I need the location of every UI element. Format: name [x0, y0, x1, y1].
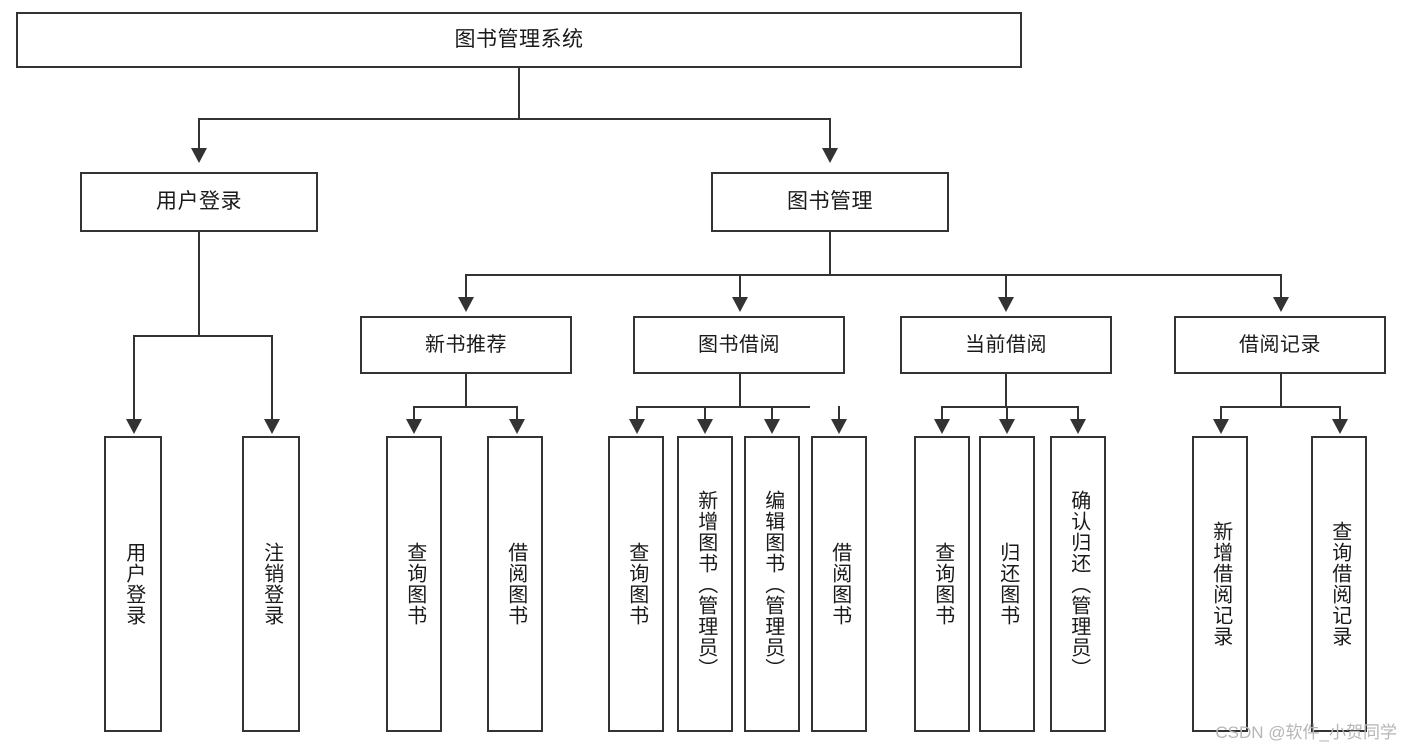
- node-label: 图书管理系统: [454, 28, 584, 52]
- connector-borrow-records-drop-1: [1220, 406, 1222, 422]
- node-label: 查询图书: [931, 542, 954, 626]
- connector-book-mgmt-drop-4: [1280, 274, 1282, 300]
- arrowhead-book-mgmt-child-3: [998, 297, 1014, 312]
- arrowhead-book-mgmt-child-2: [732, 297, 748, 312]
- connector-borrow-records-drop-2: [1339, 406, 1341, 422]
- node-label: 借阅图书: [828, 542, 851, 626]
- node-label: 图书管理: [787, 190, 873, 214]
- leaf-book-borrow-borrow[interactable]: 借阅图书: [811, 436, 867, 732]
- connector-borrow-records-bus: [1220, 406, 1341, 408]
- node-book-borrow[interactable]: 图书借阅: [633, 316, 845, 374]
- arrowhead-borrow-records-leaf-2: [1332, 419, 1348, 434]
- leaf-current-borrow-return[interactable]: 归还图书: [979, 436, 1035, 732]
- node-label: 查询借阅记录: [1328, 521, 1351, 647]
- leaf-current-borrow-query[interactable]: 查询图书: [914, 436, 970, 732]
- connector-book-borrow-drop-2: [704, 406, 706, 422]
- node-label: 新增借阅记录: [1209, 521, 1232, 647]
- leaf-borrow-record-add[interactable]: 新增借阅记录: [1192, 436, 1248, 732]
- arrowhead-book-mgmt-child-1: [458, 297, 474, 312]
- node-new-book-recommend[interactable]: 新书推荐: [360, 316, 572, 374]
- node-book-management[interactable]: 图书管理: [711, 172, 949, 232]
- arrowhead-book-borrow-leaf-1: [629, 419, 645, 434]
- connector-current-borrow-drop-2: [1006, 406, 1008, 422]
- leaf-new-book-borrow[interactable]: 借阅图书: [487, 436, 543, 732]
- arrowhead-book-mgmt-child-4: [1273, 297, 1289, 312]
- connector-user-login-drop-2: [271, 335, 273, 421]
- arrowhead-root-to-book-mgmt: [822, 148, 838, 163]
- arrowhead-new-book-leaf-1: [406, 419, 422, 434]
- node-label: 新书推荐: [425, 334, 507, 356]
- arrowhead-book-borrow-leaf-3: [764, 419, 780, 434]
- arrowhead-root-to-user-login: [191, 148, 207, 163]
- node-current-borrow[interactable]: 当前借阅: [900, 316, 1112, 374]
- arrowhead-current-borrow-leaf-3: [1070, 419, 1086, 434]
- connector-book-borrow-stem: [739, 374, 741, 408]
- connector-book-mgmt-drop-1: [465, 274, 467, 300]
- node-label: 编辑图书（管理员）: [761, 489, 784, 679]
- node-borrow-records[interactable]: 借阅记录: [1174, 316, 1386, 374]
- connector-new-book-drop-2: [516, 406, 518, 422]
- connector-current-borrow-stem: [1005, 374, 1007, 408]
- connector-book-borrow-drop-1: [636, 406, 638, 422]
- arrowhead-book-borrow-leaf-2: [697, 419, 713, 434]
- watermark-text: CSDN @软件_小贺同学: [1215, 723, 1397, 742]
- arrowhead-user-login-leaf-2: [264, 419, 280, 434]
- leaf-book-borrow-query[interactable]: 查询图书: [608, 436, 664, 732]
- node-label: 用户登录: [122, 542, 145, 626]
- node-label: 借阅图书: [504, 542, 527, 626]
- node-user-login[interactable]: 用户登录: [80, 172, 318, 232]
- connector-root-bus: [198, 118, 830, 120]
- arrowhead-new-book-leaf-2: [509, 419, 525, 434]
- node-label: 借阅记录: [1239, 334, 1321, 356]
- node-label: 注销登录: [260, 542, 283, 626]
- node-label: 查询图书: [625, 542, 648, 626]
- node-label: 用户登录: [156, 190, 242, 214]
- connector-book-mgmt-stem: [829, 232, 831, 276]
- arrowhead-current-borrow-leaf-2: [999, 419, 1015, 434]
- node-label: 当前借阅: [965, 334, 1047, 356]
- connector-book-borrow-drop-3: [771, 406, 773, 422]
- connector-current-borrow-drop-1: [941, 406, 943, 422]
- connector-root-stem: [518, 68, 520, 118]
- connector-new-book-stem: [465, 374, 467, 408]
- node-label: 确认归还（管理员）: [1067, 489, 1090, 679]
- leaf-current-borrow-confirm[interactable]: 确认归还（管理员）: [1050, 436, 1106, 732]
- leaf-new-book-query[interactable]: 查询图书: [386, 436, 442, 732]
- connector-current-borrow-bus: [941, 406, 1077, 408]
- node-label: 新增图书（管理员）: [694, 489, 717, 679]
- connector-root-to-book-mgmt: [829, 118, 831, 150]
- connector-book-borrow-drop-4: [838, 406, 840, 422]
- node-label: 归还图书: [996, 542, 1019, 626]
- node-label: 查询图书: [403, 542, 426, 626]
- arrowhead-borrow-records-leaf-1: [1213, 419, 1229, 434]
- connector-user-login-bus: [133, 335, 273, 337]
- connector-book-mgmt-drop-3: [1005, 274, 1007, 300]
- leaf-book-borrow-edit[interactable]: 编辑图书（管理员）: [744, 436, 800, 732]
- connector-borrow-records-stem: [1280, 374, 1282, 408]
- connector-book-mgmt-drop-2: [739, 274, 741, 300]
- connector-new-book-bus: [413, 406, 518, 408]
- arrowhead-book-borrow-leaf-4: [831, 419, 847, 434]
- leaf-user-login-logout[interactable]: 注销登录: [242, 436, 300, 732]
- connector-current-borrow-drop-3: [1077, 406, 1079, 422]
- arrowhead-user-login-leaf-1: [126, 419, 142, 434]
- node-label: 图书借阅: [698, 334, 780, 356]
- connector-user-login-drop-1: [133, 335, 135, 421]
- connector-user-login-stem: [198, 232, 200, 336]
- leaf-borrow-record-query[interactable]: 查询借阅记录: [1311, 436, 1367, 732]
- connector-root-to-user-login: [198, 118, 200, 150]
- arrowhead-current-borrow-leaf-1: [934, 419, 950, 434]
- leaf-user-login-login[interactable]: 用户登录: [104, 436, 162, 732]
- leaf-book-borrow-add[interactable]: 新增图书（管理员）: [677, 436, 733, 732]
- connector-book-borrow-bus: [636, 406, 810, 408]
- connector-book-mgmt-bus: [465, 274, 1281, 276]
- node-root-system[interactable]: 图书管理系统: [16, 12, 1022, 68]
- connector-new-book-drop-1: [413, 406, 415, 422]
